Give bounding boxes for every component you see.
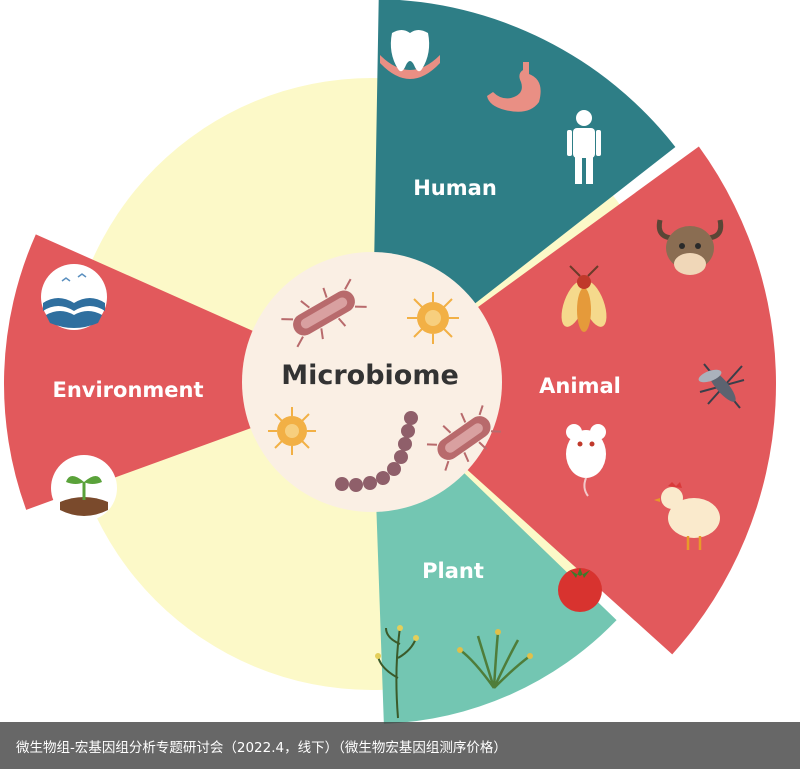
- segment-label-human: Human: [413, 176, 497, 200]
- tomato-icon: [558, 568, 602, 612]
- center-label: Microbiome: [281, 360, 459, 391]
- rod-bacterium-icon: [281, 278, 367, 348]
- mosquito-icon: [698, 363, 745, 409]
- segment-label-plant: Plant: [422, 559, 484, 583]
- segment-plant: [375, 453, 617, 724]
- chicken-icon: [654, 482, 720, 550]
- coccus-bacterium-icon: [268, 407, 316, 455]
- mouse-icon: [566, 424, 606, 497]
- ocean-icon: [41, 264, 107, 330]
- coccus-bacterium-icon: [407, 292, 459, 344]
- segment-label-animal: Animal: [539, 374, 621, 398]
- rod-bacterium-icon: [426, 405, 502, 471]
- caption-text: 微生物组-宏基因组分析专题研讨会（2022.4，线下）（微生物宏基因组测序价格）: [16, 739, 507, 756]
- tooth-icon: [380, 30, 440, 79]
- weed-icon: [375, 625, 419, 719]
- fly-icon: [561, 265, 607, 332]
- segment-human: [373, 0, 676, 323]
- yak-icon: [656, 219, 724, 275]
- stomach-icon: [487, 62, 541, 112]
- chain-bacterium-icon: [335, 411, 418, 492]
- human-figure-icon: [567, 110, 601, 184]
- caption-bar: 微生物组-宏基因组分析专题研讨会（2022.4，线下）（微生物宏基因组测序价格）: [0, 722, 800, 769]
- segment-label-environment: Environment: [52, 378, 203, 402]
- grass-icon: [457, 629, 533, 689]
- seedling-icon: [51, 455, 117, 521]
